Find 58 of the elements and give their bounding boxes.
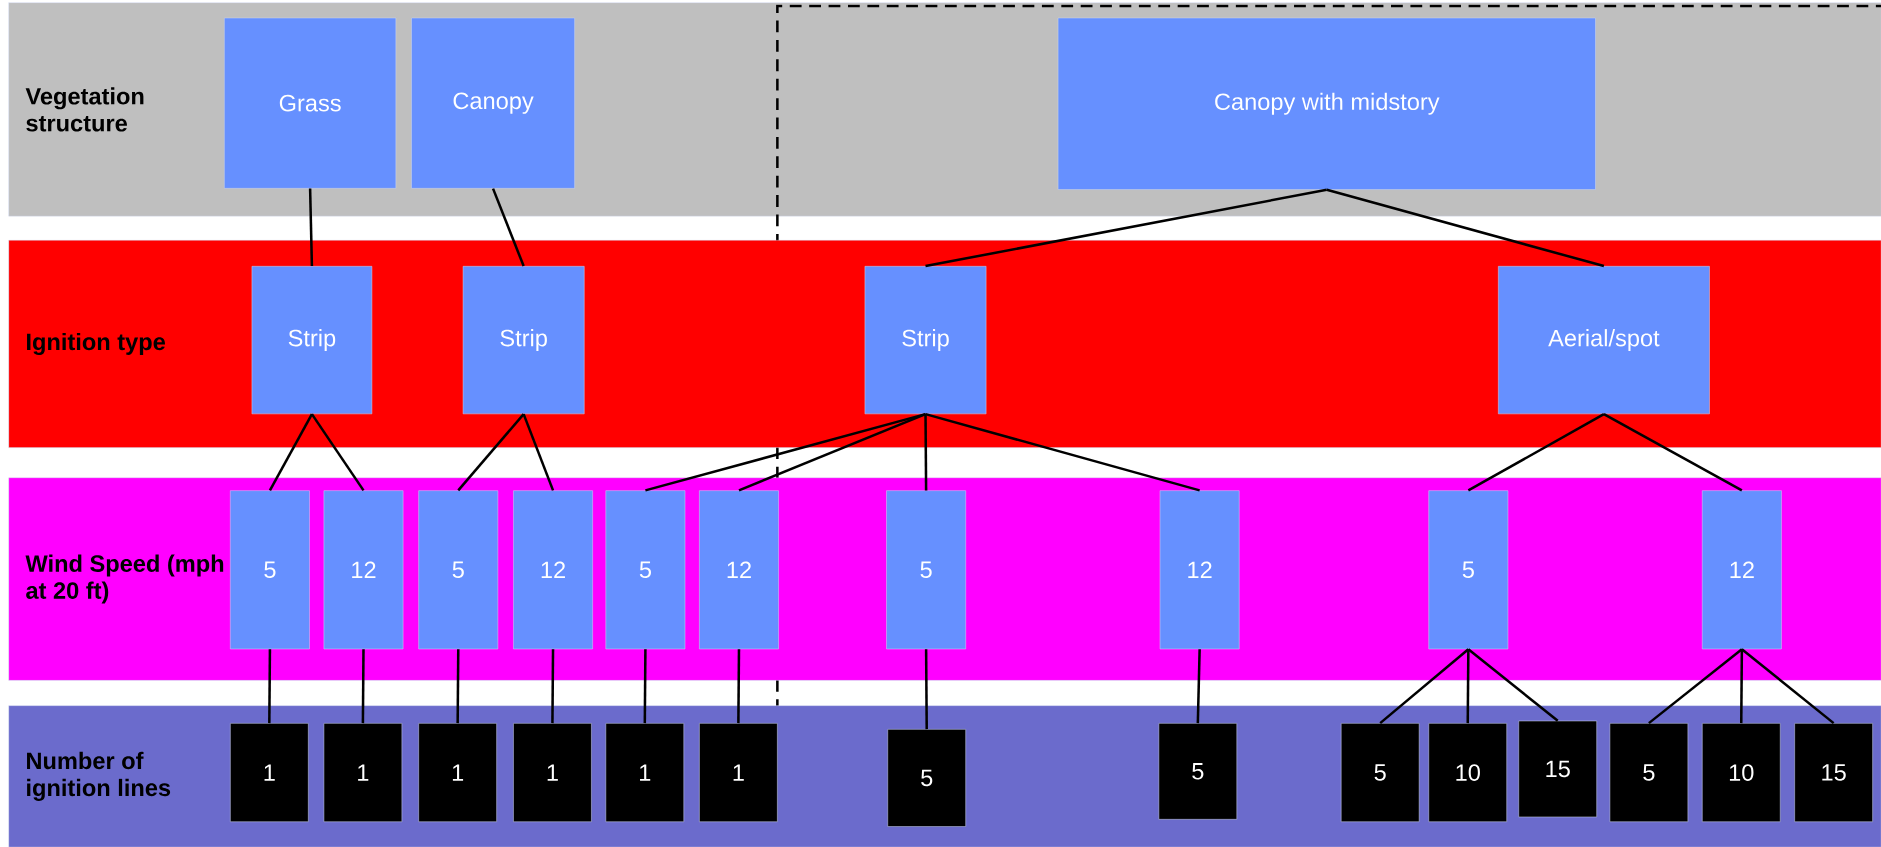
count-box: 1 <box>699 723 778 823</box>
connector-line <box>643 649 647 724</box>
connector-line <box>551 649 555 724</box>
connector-line <box>361 649 365 724</box>
count-box: 1 <box>513 723 592 823</box>
category-box: 12 <box>1159 490 1240 650</box>
connector-line <box>924 649 928 730</box>
connector-line <box>1648 648 1743 725</box>
connector-line <box>310 413 365 492</box>
connector-line <box>1741 648 1835 725</box>
category-box: 5 <box>230 490 310 650</box>
category-box: 12 <box>513 490 593 650</box>
connector-line <box>1196 649 1201 724</box>
connector-line <box>1740 649 1744 724</box>
category-box: Canopy with midstory <box>1057 17 1596 190</box>
connector-line <box>1467 648 1559 722</box>
category-box: Strip <box>251 266 373 415</box>
count-box: 15 <box>1794 723 1873 823</box>
category-box: 5 <box>886 490 966 650</box>
count-box: 10 <box>1702 723 1781 823</box>
category-box: 12 <box>699 490 779 650</box>
count-box: 1 <box>323 723 403 823</box>
connector-line <box>1467 413 1605 492</box>
connector-line <box>738 412 926 492</box>
connector-line <box>1466 649 1470 724</box>
connector-line <box>456 649 460 724</box>
connector-line <box>308 188 314 267</box>
category-box: Strip <box>462 266 585 415</box>
connector-line <box>1326 188 1605 268</box>
category-box: 12 <box>1702 490 1782 650</box>
count-box: 1 <box>418 723 497 823</box>
category-box: 5 <box>605 490 686 650</box>
connector-line <box>268 413 313 492</box>
count-box: 5 <box>887 729 966 827</box>
connector-line <box>737 649 741 724</box>
count-box: 15 <box>1518 720 1597 818</box>
connector-line <box>457 413 525 492</box>
connector-line <box>522 413 555 491</box>
connector-line <box>1379 648 1470 725</box>
connector-line <box>925 412 1200 492</box>
count-box: 1 <box>605 723 685 823</box>
connector-line <box>268 649 272 724</box>
category-box: 12 <box>323 490 404 650</box>
connector-line <box>645 412 926 492</box>
category-box: 5 <box>418 490 499 650</box>
count-box: 5 <box>1158 723 1238 820</box>
category-box: Canopy <box>411 17 575 189</box>
connector-line <box>924 414 928 491</box>
connector-line <box>925 188 1328 268</box>
count-box: 5 <box>1609 723 1689 823</box>
connector-line <box>1603 413 1743 492</box>
count-box: 5 <box>1340 723 1420 823</box>
category-box: Strip <box>864 266 987 415</box>
category-box: 5 <box>1428 490 1509 650</box>
category-box: Aerial/spot <box>1498 266 1710 415</box>
category-box: Grass <box>224 17 397 189</box>
count-box: 10 <box>1428 723 1507 823</box>
count-box: 1 <box>230 723 309 823</box>
